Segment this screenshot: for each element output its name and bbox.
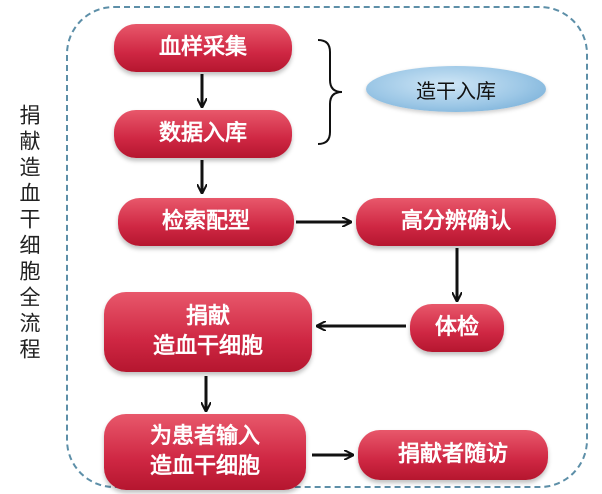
node-transplant: 为患者输入 造血干细胞 <box>104 414 306 490</box>
bracket <box>317 39 343 145</box>
node-hla-typing: 检索配型 <box>118 198 294 246</box>
node-high-res: 高分辨确认 <box>356 198 556 246</box>
node-data-entry: 数据入库 <box>114 110 292 158</box>
node-physical: 体检 <box>410 304 504 352</box>
note-oval: 造干入库 <box>366 66 546 112</box>
node-blood-sample: 血样采集 <box>114 24 292 72</box>
side-title: 捐献造血干细胞全流程 <box>17 104 41 364</box>
node-donate: 捐献 造血干细胞 <box>104 292 312 372</box>
process-frame <box>66 6 588 488</box>
node-follow-up: 捐献者随访 <box>358 430 548 480</box>
